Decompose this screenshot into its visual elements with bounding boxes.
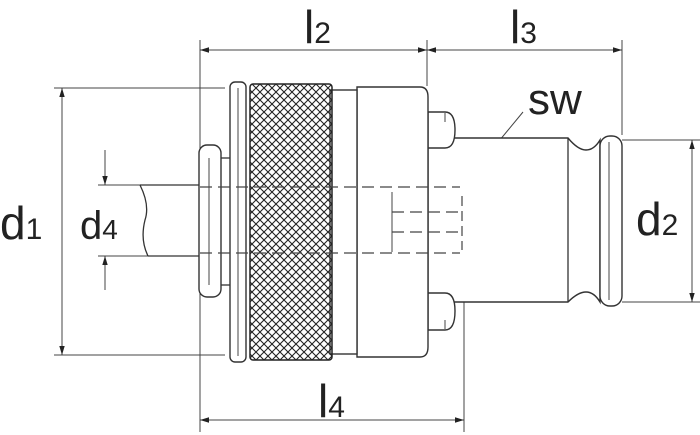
- knurled-ring: [249, 83, 333, 361]
- shank: [427, 135, 623, 307]
- tap-shaft: [139, 184, 205, 257]
- label-sw: sw: [528, 75, 582, 124]
- label-d2: d2: [636, 193, 679, 245]
- drive-pins: [427, 111, 456, 331]
- label-l3: l3: [510, 1, 537, 53]
- label-d1: d1: [0, 197, 43, 249]
- hidden-lines: [200, 186, 463, 254]
- label-l2: l2: [304, 1, 331, 53]
- label-l4: l4: [318, 375, 345, 427]
- chuck-body: [198, 81, 429, 363]
- label-d4: d4: [80, 204, 118, 248]
